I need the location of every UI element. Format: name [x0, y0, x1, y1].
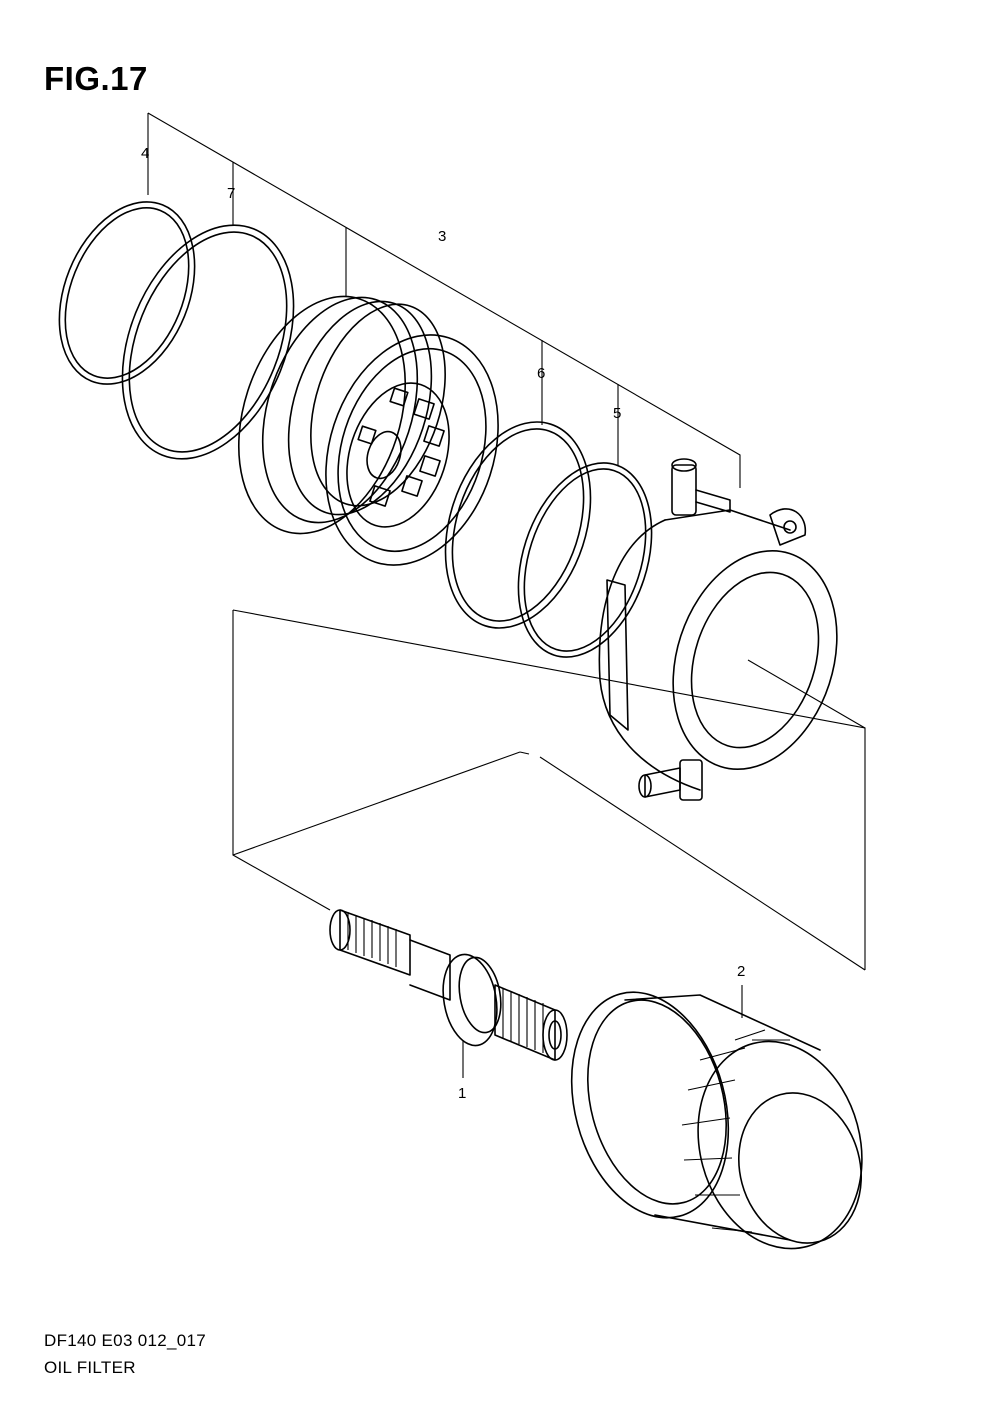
o-ring-large-part-4: [58, 201, 196, 385]
union-bolt-part-1: [329, 909, 568, 1061]
filter-cover-housing: [598, 458, 838, 801]
callout-5: 5: [613, 405, 621, 422]
section-name: OIL FILTER: [44, 1358, 136, 1377]
lower-group-bracket: [232, 609, 866, 971]
figure-title: FIG.17: [44, 60, 148, 97]
o-ring-outer-part-7: [121, 224, 295, 460]
filter-housing-part-3: [237, 295, 499, 566]
callout-4: 4: [141, 145, 149, 162]
upper-group-bracket: [147, 112, 741, 488]
model-code: DF140 E03 012_017: [44, 1331, 207, 1350]
oil-filter-part-2: [570, 991, 863, 1250]
o-ring-medium-part-6: [444, 421, 592, 629]
callout-7: 7: [227, 185, 235, 202]
callout-1: 1: [458, 1085, 466, 1102]
o-ring-small-part-5: [517, 462, 653, 658]
callout-6: 6: [537, 365, 545, 382]
callout-3: 3: [438, 228, 446, 245]
callout-2: 2: [737, 963, 745, 980]
callout-leaders: [462, 985, 743, 1078]
